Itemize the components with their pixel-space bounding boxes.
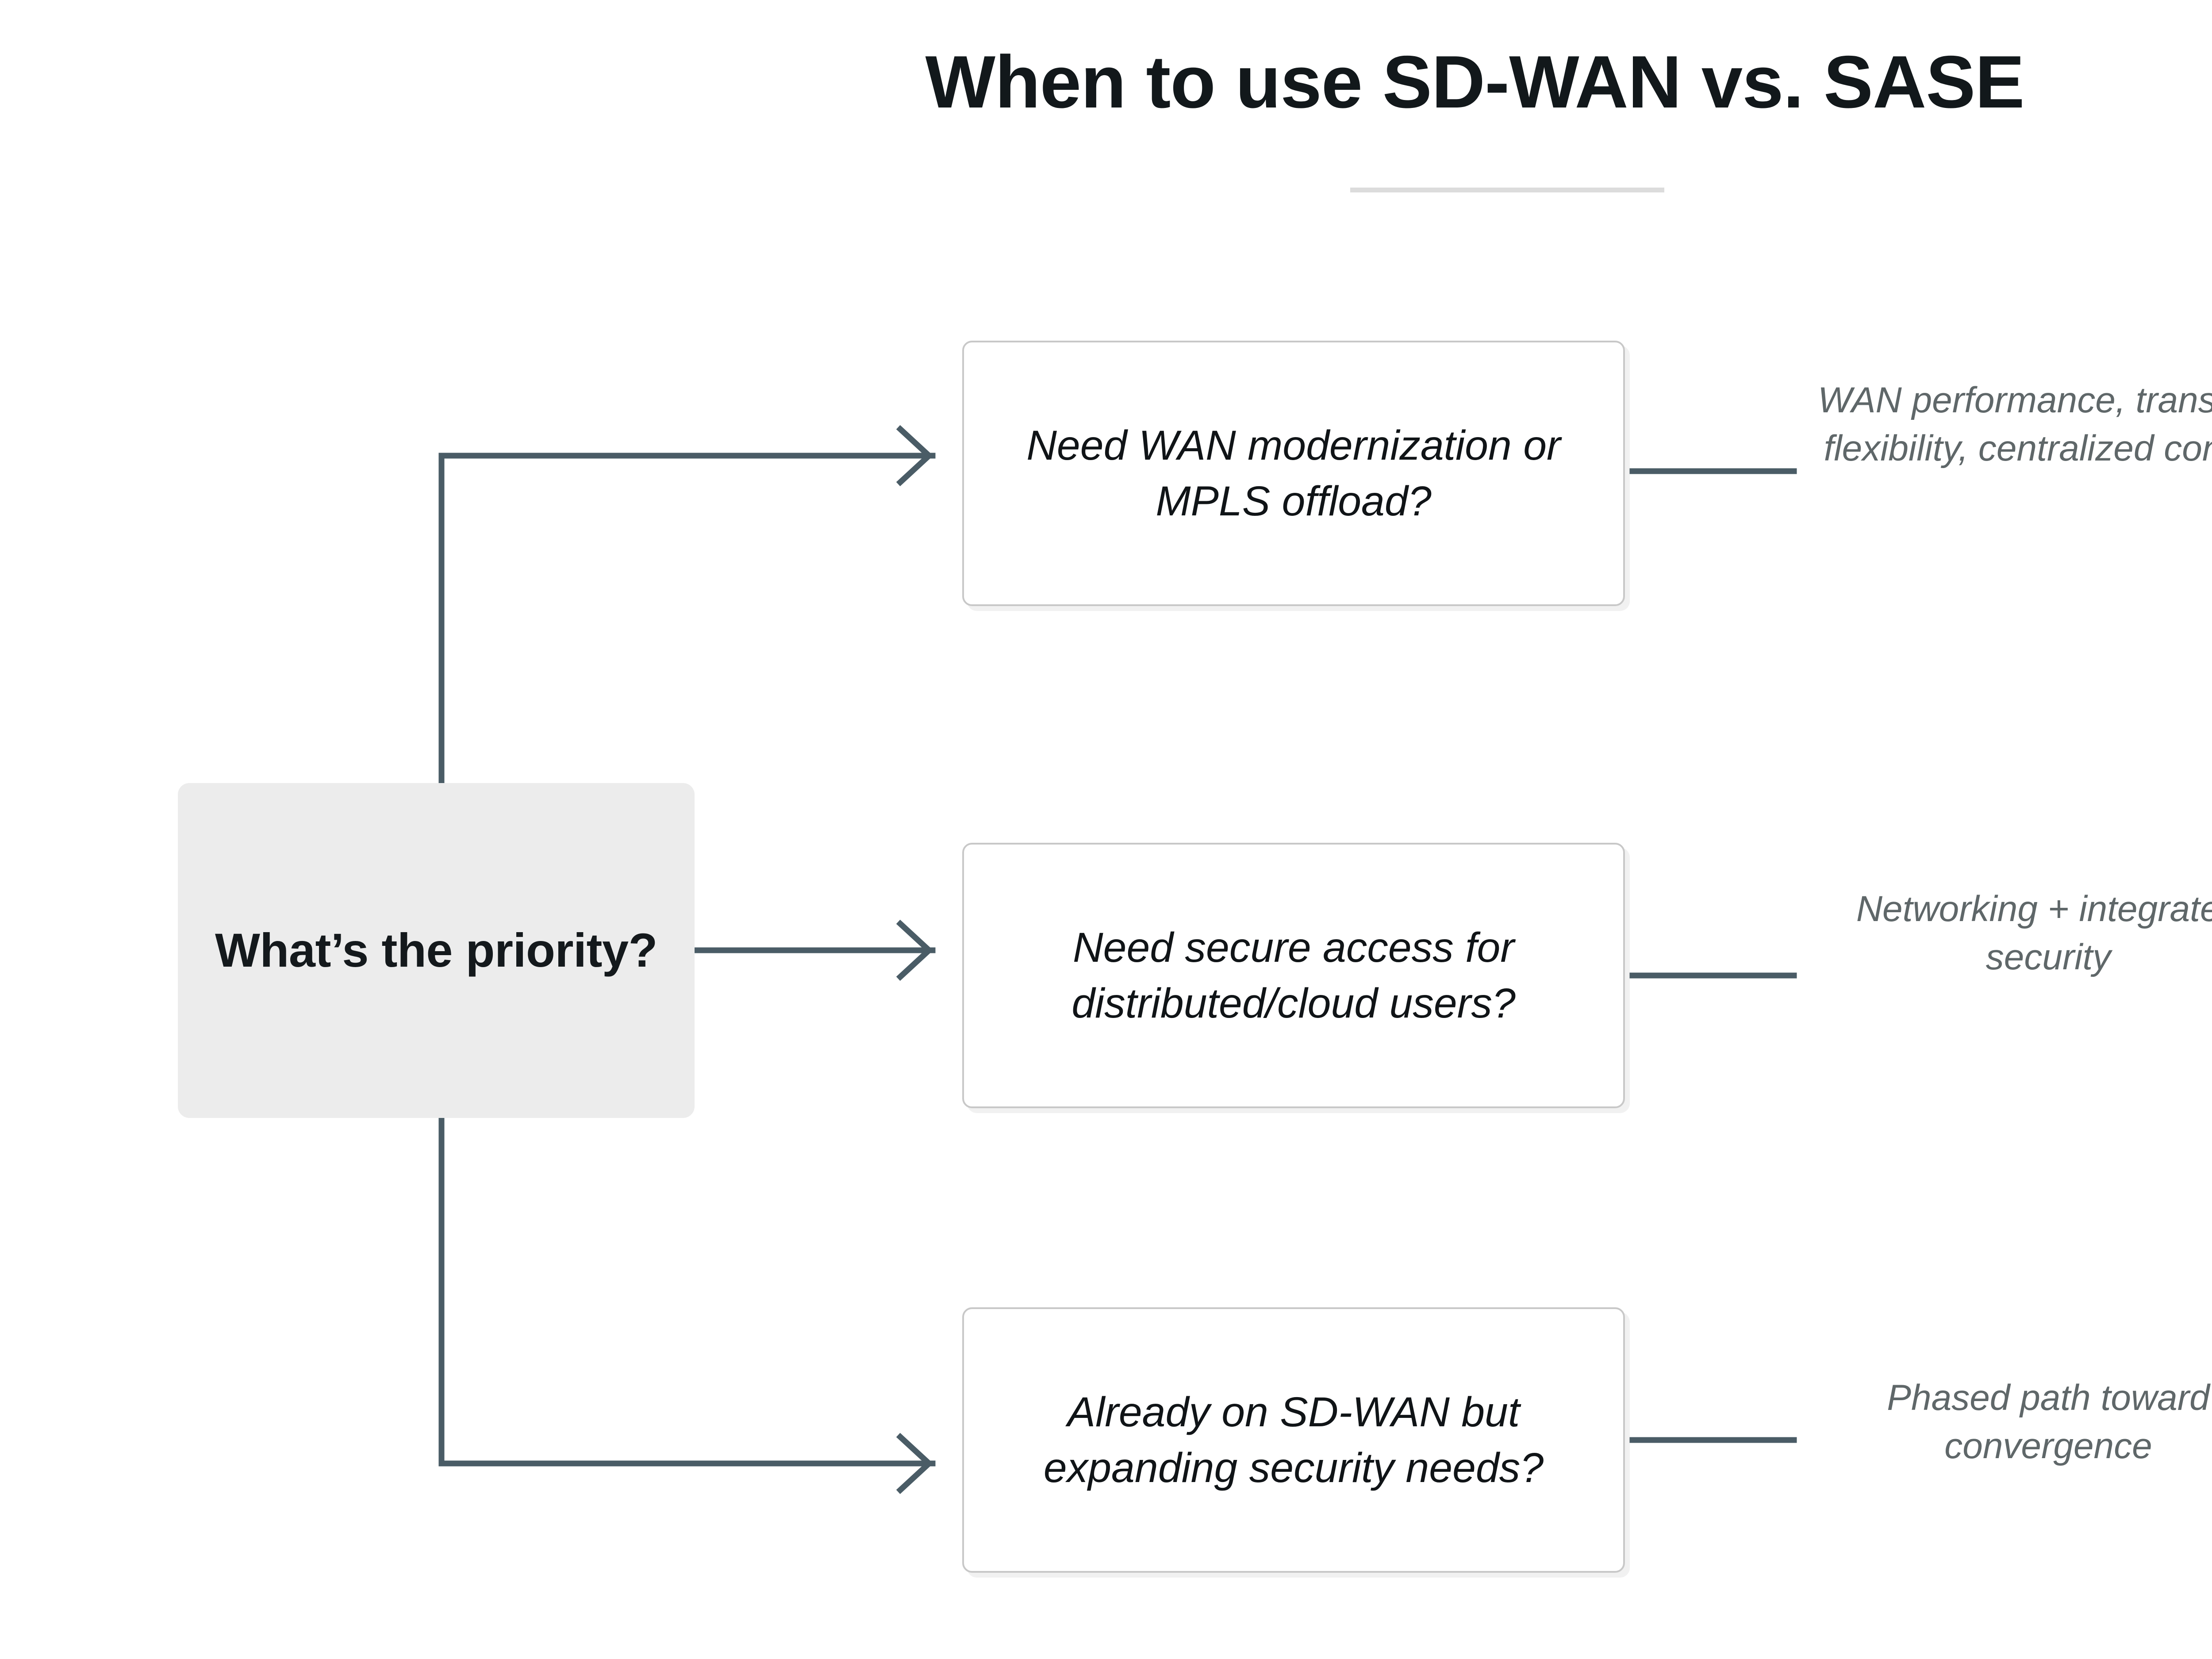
title-divider: [1350, 188, 1664, 192]
page-title: When to use SD-WAN vs. SASE: [925, 40, 2025, 123]
question-box-2[interactable]: Need secure access for distributed/cloud…: [962, 843, 1625, 1108]
reason-label-3: Phased path toward convergence: [1887, 1378, 2210, 1467]
branch-2-arrowhead: [896, 919, 933, 981]
decision-root-label: What’s the priority?: [215, 923, 658, 977]
question-box-1[interactable]: Need WAN modernization or MPLS offload?: [962, 341, 1625, 606]
decision-root-box[interactable]: What’s the priority?: [178, 783, 695, 1118]
reason-label-1: WAN performance, transport flexibility, …: [1817, 380, 2212, 469]
question-box-1-label: Need WAN modernization or MPLS offload?: [1026, 422, 1561, 525]
reason-label-2: Networking + integrated security: [1856, 889, 2212, 978]
branch-3-arrowhead: [896, 1432, 933, 1494]
question-box-3-label: Already on SD-WAN but expanding security…: [1043, 1388, 1544, 1491]
question-box-3[interactable]: Already on SD-WAN but expanding security…: [962, 1307, 1625, 1573]
question-box-2-label: Need secure access for distributed/cloud…: [1071, 924, 1516, 1027]
branch-1-arrowhead: [896, 425, 933, 487]
